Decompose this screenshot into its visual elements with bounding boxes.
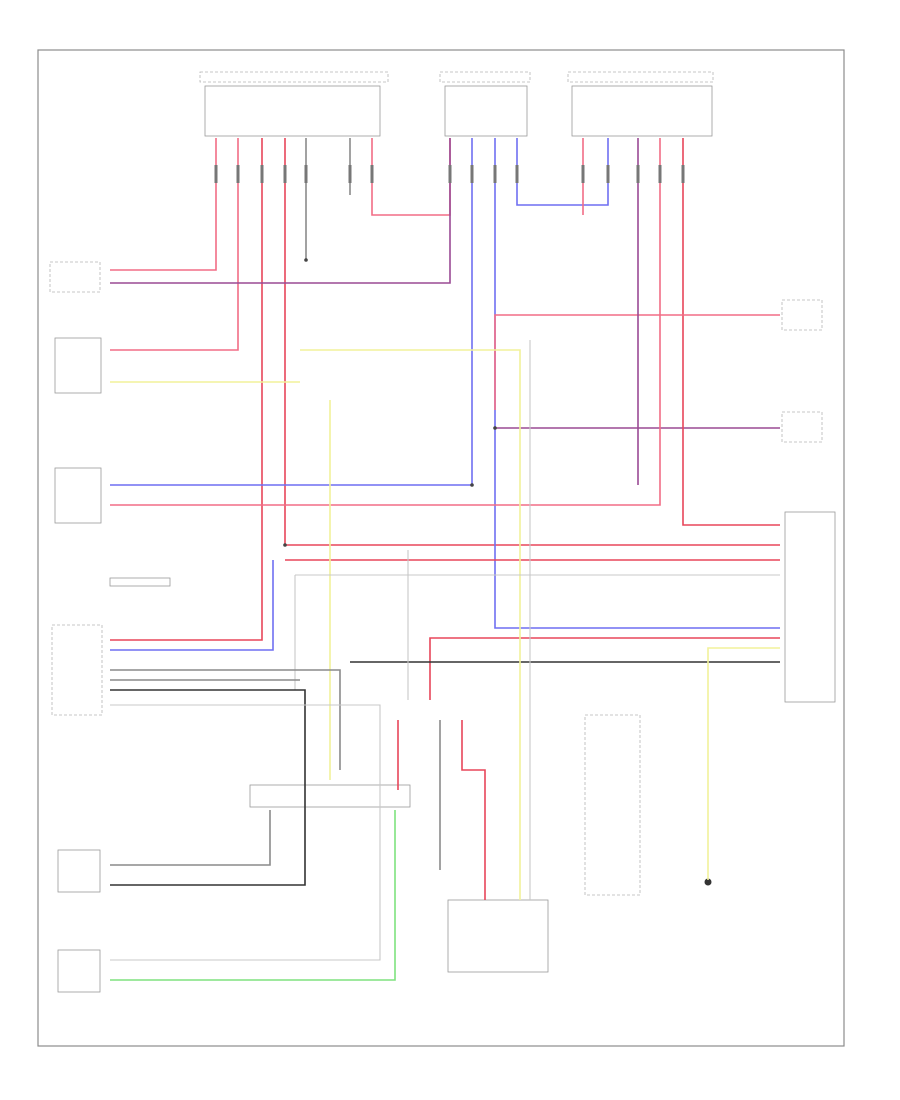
connector-pin-2 <box>260 165 264 183</box>
connector-pin-4 <box>304 165 308 183</box>
junction-dot-1 <box>304 258 308 262</box>
left-module-3 <box>54 467 102 524</box>
junction-dot-2 <box>470 483 474 487</box>
wire-pink-4 <box>371 138 451 216</box>
ground <box>704 878 712 886</box>
wire-dark-31 <box>110 689 306 886</box>
connector-pin-5 <box>348 165 352 183</box>
wire-pink-0 <box>110 138 217 271</box>
connector-pin-7 <box>448 165 452 183</box>
wire-red-35 <box>461 720 486 900</box>
wire-blue-9 <box>110 138 473 486</box>
wires-layer <box>110 138 780 981</box>
wire-blue-11 <box>516 138 609 206</box>
right-connector-block <box>784 511 836 703</box>
bottom-sensor-1 <box>57 849 101 893</box>
diagram-frame <box>37 49 845 1047</box>
wire-red-19 <box>429 637 780 700</box>
connector-pin-12 <box>606 165 610 183</box>
wire-green-33 <box>110 810 396 981</box>
wire-blue-12 <box>110 560 274 651</box>
wire-gray-29 <box>110 669 341 770</box>
connector-pin-8 <box>470 165 474 183</box>
top-connector-2 <box>439 71 531 137</box>
wire-blue-10 <box>494 138 780 629</box>
junction-dot-0 <box>493 426 497 430</box>
connector-pin-14 <box>658 165 662 183</box>
wire-red-14 <box>682 138 780 526</box>
bottom-sensor-2 <box>57 949 101 993</box>
junctions-layer <box>214 165 685 547</box>
right-component-1 <box>781 299 823 331</box>
top-connector-3 <box>567 71 714 137</box>
wire-light-32 <box>110 704 381 961</box>
connector-pin-9 <box>493 165 497 183</box>
top-connector-1 <box>199 71 389 137</box>
connector-pin-3 <box>283 165 287 183</box>
bottom-module <box>447 714 641 973</box>
wire-red-2 <box>110 138 263 641</box>
connector-pin-10 <box>515 165 519 183</box>
right-component-2 <box>781 411 823 443</box>
left-module-4 <box>51 577 171 716</box>
connector-pin-6 <box>370 165 374 183</box>
junction-dot-3 <box>283 543 287 547</box>
left-module-2 <box>54 337 102 394</box>
connector-pin-15 <box>681 165 685 183</box>
connector-pin-0 <box>214 165 218 183</box>
connector-pin-1 <box>236 165 240 183</box>
wire-purple-7 <box>110 138 451 284</box>
connector-pin-11 <box>581 165 585 183</box>
wire-yellow-22 <box>300 349 521 900</box>
wire-pink-16 <box>494 314 780 410</box>
connector-pin-13 <box>636 165 640 183</box>
wire-pink-13 <box>110 138 661 506</box>
wire-pink-1 <box>110 138 239 351</box>
wire-gray-37 <box>110 810 271 866</box>
center-connector <box>249 784 411 808</box>
wire-yellow-24 <box>707 647 780 880</box>
wire-red-3 <box>284 138 780 546</box>
left-module-1 <box>49 261 101 293</box>
